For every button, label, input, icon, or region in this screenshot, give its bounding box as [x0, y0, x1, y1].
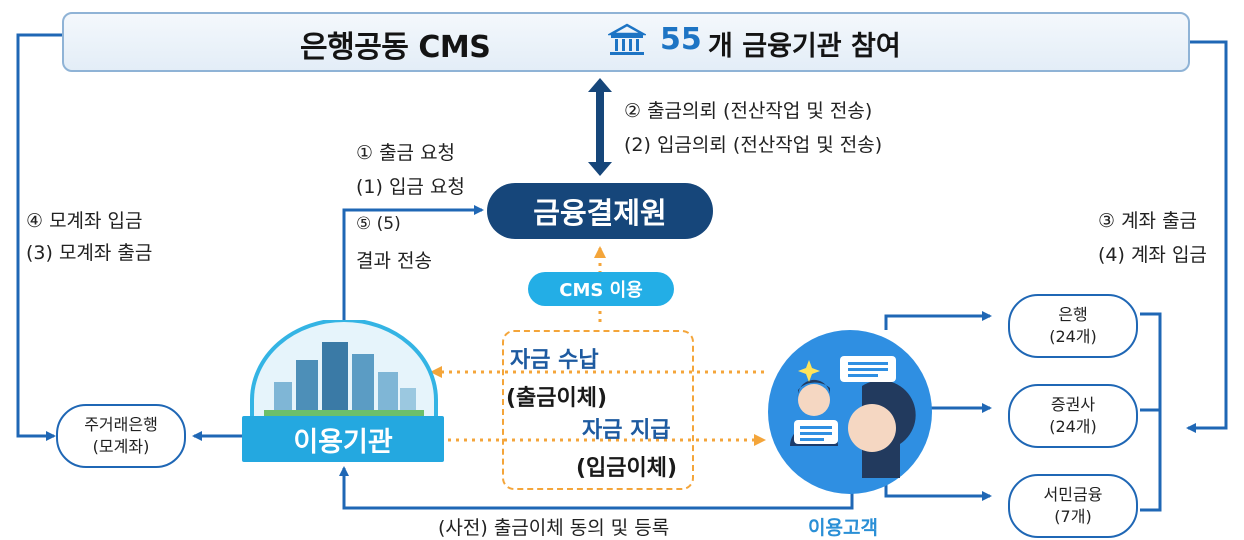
kftc-center: 금융결제원	[487, 183, 713, 239]
bank-building-icon	[608, 23, 646, 55]
institution-label: 이용기관	[242, 416, 444, 462]
line-institution-to-center	[342, 205, 484, 326]
line-customer-to-bank	[884, 311, 992, 330]
institution-count-suffix: 개 금융기관 참여	[708, 31, 901, 62]
collect-label: 자금 수납	[510, 348, 599, 373]
step-5-label: ⑤ (5)	[356, 214, 401, 234]
step-2p-deposit-request: (2) 입금의뢰 (전산작업 및 전송)	[624, 134, 883, 156]
target-microfinance-box: 서민금융 (7개)	[1008, 474, 1138, 538]
customer-label: 이용고객	[808, 517, 878, 539]
line-banner-to-targets	[1186, 40, 1228, 433]
cms-use-badge: CMS 이용	[528, 272, 674, 306]
step-1-withdraw: ① 출금 요청	[356, 142, 456, 164]
institution-count: 55	[660, 22, 702, 57]
pay-label: 자금 지급	[582, 418, 671, 443]
step-5-result: 결과 전송	[356, 250, 432, 272]
main-bank-line1: 주거래은행	[84, 415, 158, 434]
flow-box	[502, 330, 694, 490]
top-banner	[62, 12, 1190, 72]
step-4p-account-deposit: (4) 계좌 입금	[1098, 244, 1207, 266]
pay-sub-label: (입금이체)	[576, 456, 678, 481]
target-bank-box: 은행 (24개)	[1008, 294, 1138, 358]
step-4-main-deposit: ④ 모계좌 입금	[26, 210, 143, 232]
customer-people-icon	[768, 330, 932, 494]
collect-sub-label: (출금이체)	[506, 386, 608, 411]
target-microfinance-line2: (7개)	[1054, 507, 1092, 526]
line-targets-bracket	[1140, 312, 1162, 512]
target-bank-line2: (24개)	[1049, 327, 1097, 346]
target-securities-line1: 증권사	[1050, 395, 1096, 414]
main-bank-line2: (모계좌)	[92, 437, 150, 456]
target-bank-line1: 은행	[1058, 305, 1088, 324]
step-3p-main-withdraw: (3) 모계좌 출금	[26, 242, 153, 264]
line-banner-to-main-bank	[16, 33, 62, 441]
consent-label: (사전) 출금이체 동의 및 등록	[438, 517, 670, 539]
target-microfinance-line1: 서민금융	[1043, 485, 1103, 504]
step-1p-deposit: (1) 입금 요청	[356, 176, 465, 198]
target-securities-box: 증권사 (24개)	[1008, 384, 1138, 448]
main-bank-box: 주거래은행 (모계좌)	[56, 404, 186, 468]
step-3-account-withdraw: ③ 계좌 출금	[1098, 210, 1198, 232]
institution-buildings-icon	[250, 320, 438, 420]
line-consent	[339, 466, 854, 510]
step-2-withdraw-request: ② 출금의뢰 (전산작업 및 전송)	[624, 100, 873, 122]
target-securities-line2: (24개)	[1049, 417, 1097, 436]
banner-title: 은행공동 CMS	[300, 30, 491, 65]
